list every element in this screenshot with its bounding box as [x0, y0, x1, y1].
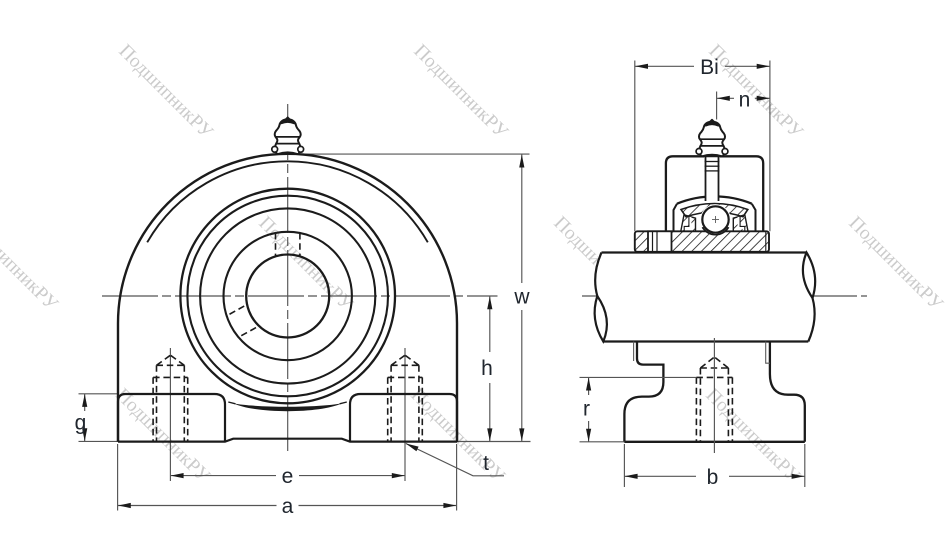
- base-bottom-edge: [118, 437, 457, 443]
- right-seal-gap: [737, 216, 745, 232]
- side-grease-fitting-icon: [695, 118, 729, 201]
- outer-ring-left-flank: [679, 213, 697, 233]
- set-screw-section: [647, 230, 673, 253]
- left-seal-line: [683, 216, 690, 232]
- housing-left-profile: [664, 155, 704, 232]
- dimension-label-r: r: [583, 398, 590, 421]
- side-view-dimensions: Bi n r b: [579, 56, 806, 489]
- dimension-label-e: e: [282, 465, 294, 488]
- front-bearing-circles: [179, 187, 397, 412]
- grease-fitting-base-arc: [277, 151, 299, 155]
- front-view: w h g e a t: [75, 104, 531, 518]
- seal-circle: [199, 207, 377, 385]
- t-leader-line: [405, 442, 504, 477]
- shaft-left-break: [594, 252, 603, 297]
- shaft-fill: [598, 252, 813, 342]
- dimension-arrowheads: [82, 154, 525, 509]
- raceway-groove-arc: [701, 226, 730, 236]
- dimension-labels: Bi n r b: [583, 56, 750, 489]
- grease-fitting-base-arc: [701, 153, 723, 158]
- front-tapped-holes: [152, 354, 424, 442]
- grease-fitting-base-circle: [695, 147, 703, 156]
- base-left-profile: [623, 341, 665, 442]
- shaft-right-break-loop: [801, 250, 817, 301]
- set-screw-hidden-lines: [225, 233, 301, 339]
- shaft-right-break: [807, 297, 816, 342]
- base-right-profile: [768, 341, 806, 442]
- dimension-labels: w h g e a t: [75, 286, 531, 519]
- set-screw-side-hidden-line: [225, 305, 245, 317]
- dimension-label-b: b: [707, 466, 719, 489]
- grease-fitting-base-circle: [296, 145, 305, 154]
- dimension-label-w: w: [513, 286, 530, 309]
- dimension-label-g: g: [75, 412, 87, 435]
- left-tapped-hole: [152, 354, 189, 442]
- housing-cavity-left-wall: [672, 203, 678, 232]
- side-view: Bi n r b: [579, 56, 867, 489]
- dimension-label-h: h: [481, 357, 493, 380]
- ball-section: [701, 205, 730, 234]
- housing-cavity-right-wall: [750, 203, 757, 232]
- outer-ring-outer-circle: [179, 187, 397, 405]
- grease-shank-fill: [705, 156, 719, 201]
- dimension-label-bi: Bi: [700, 56, 719, 79]
- inner-ring-circle: [222, 230, 353, 362]
- grease-fitting-base-circle: [721, 147, 729, 156]
- grease-fitting-base-circle: [270, 145, 279, 154]
- dimension-arrowheads: [586, 63, 805, 479]
- housing-seat-arc-tip: [228, 401, 236, 405]
- housing-dome-inner-arc: [146, 160, 429, 243]
- shaft: [593, 250, 817, 344]
- grease-fitting-tip: [704, 118, 720, 127]
- set-screw-side-hidden-line: [237, 326, 257, 339]
- dimension-label-n: n: [739, 88, 751, 111]
- outer-ring-section: [679, 202, 750, 233]
- front-view-dimensions: w h g e a t: [75, 154, 531, 519]
- bore-circle: [245, 253, 331, 339]
- front-view-reference-lines: [78, 104, 531, 511]
- housing-seat-arc-tip: [339, 401, 347, 405]
- dimension-label-t: t: [483, 452, 489, 475]
- outer-ring-inner-circle: [186, 194, 390, 398]
- right-tapped-hole: [386, 354, 424, 442]
- shaft-left-break-loop: [593, 293, 609, 344]
- dimension-label-a: a: [282, 495, 294, 518]
- right-seal-line: [739, 216, 746, 232]
- grease-fitting-tip: [280, 116, 295, 125]
- left-foot-pad: [116, 392, 227, 442]
- housing-seat-arc: [233, 403, 342, 412]
- right-foot-pad: [348, 392, 459, 442]
- housing-right-profile: [720, 155, 765, 232]
- outer-ring-right-flank: [732, 213, 749, 233]
- front-grease-fitting-icon: [270, 116, 305, 155]
- left-seal-gap: [684, 216, 692, 232]
- housing-face-step-line: [765, 341, 770, 364]
